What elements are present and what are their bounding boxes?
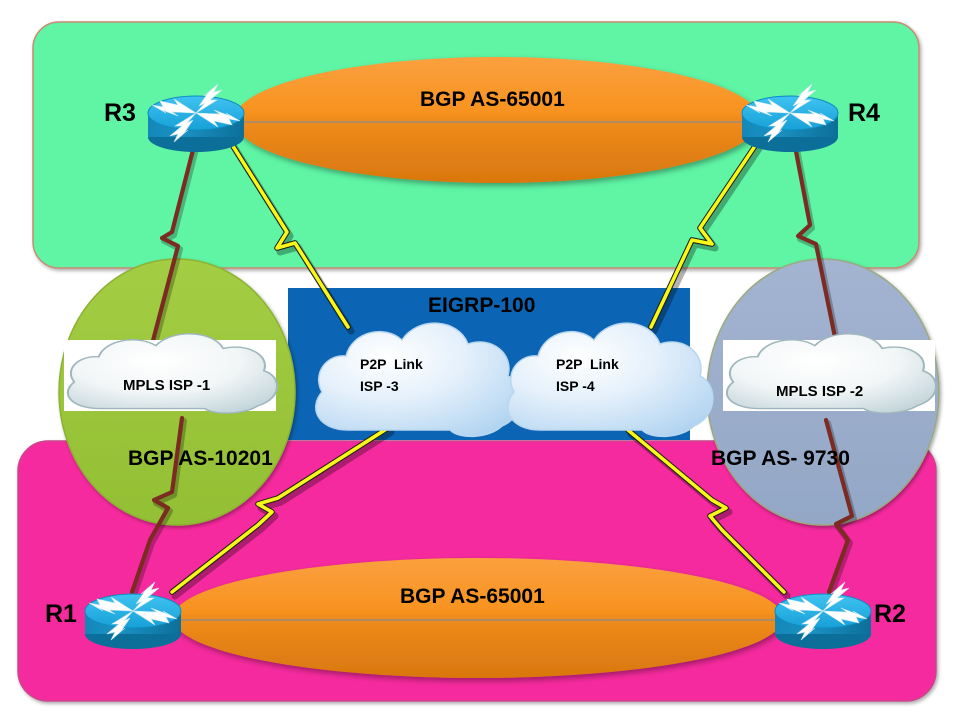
top-as-label: BGP AS-65001	[420, 88, 565, 111]
router-r1[interactable]	[84, 581, 182, 649]
link-r4-p2p4	[648, 140, 764, 335]
p2p-isp4-label-line2: ISP -4	[556, 378, 595, 394]
link-r3-isp1	[147, 143, 199, 358]
link-r1-p2p3	[169, 425, 395, 600]
link-r4-isp2	[792, 143, 843, 358]
mpls-isp2-label: MPLS ISP -2	[776, 383, 864, 400]
p2p-isp4-label-line1: P2P Link	[556, 356, 619, 372]
link-r3-p2p3	[228, 140, 355, 335]
router-r2-label: R2	[874, 600, 906, 628]
bottom-as-label: BGP AS-65001	[400, 585, 545, 608]
p2p-isp3-label-line1: P2P Link	[360, 356, 423, 372]
mpls-isp1-cloud-group	[64, 332, 279, 415]
p2p-isp3-label-line2: ISP -3	[360, 378, 399, 394]
router-r4[interactable]	[741, 83, 839, 152]
bottom-as-ellipse	[173, 558, 790, 678]
top-as-ellipse	[234, 57, 760, 183]
router-r1-label: R1	[45, 600, 77, 628]
link-r1-isp1	[129, 415, 187, 598]
router-r3-label: R3	[104, 99, 136, 127]
isp2-as-label: BGP AS- 9730	[711, 447, 850, 470]
isp1-as-label: BGP AS-10201	[128, 447, 273, 470]
router-r4-label: R4	[848, 99, 880, 127]
eigrp-label: EIGRP-100	[428, 294, 536, 317]
router-r3[interactable]	[147, 83, 245, 152]
link-r2-p2p4	[625, 427, 791, 600]
mpls-isp1-label: MPLS ISP -1	[123, 377, 211, 394]
router-r2[interactable]	[774, 581, 872, 649]
mpls-isp2-cloud-group	[723, 332, 938, 415]
link-r2-isp2	[823, 417, 857, 598]
